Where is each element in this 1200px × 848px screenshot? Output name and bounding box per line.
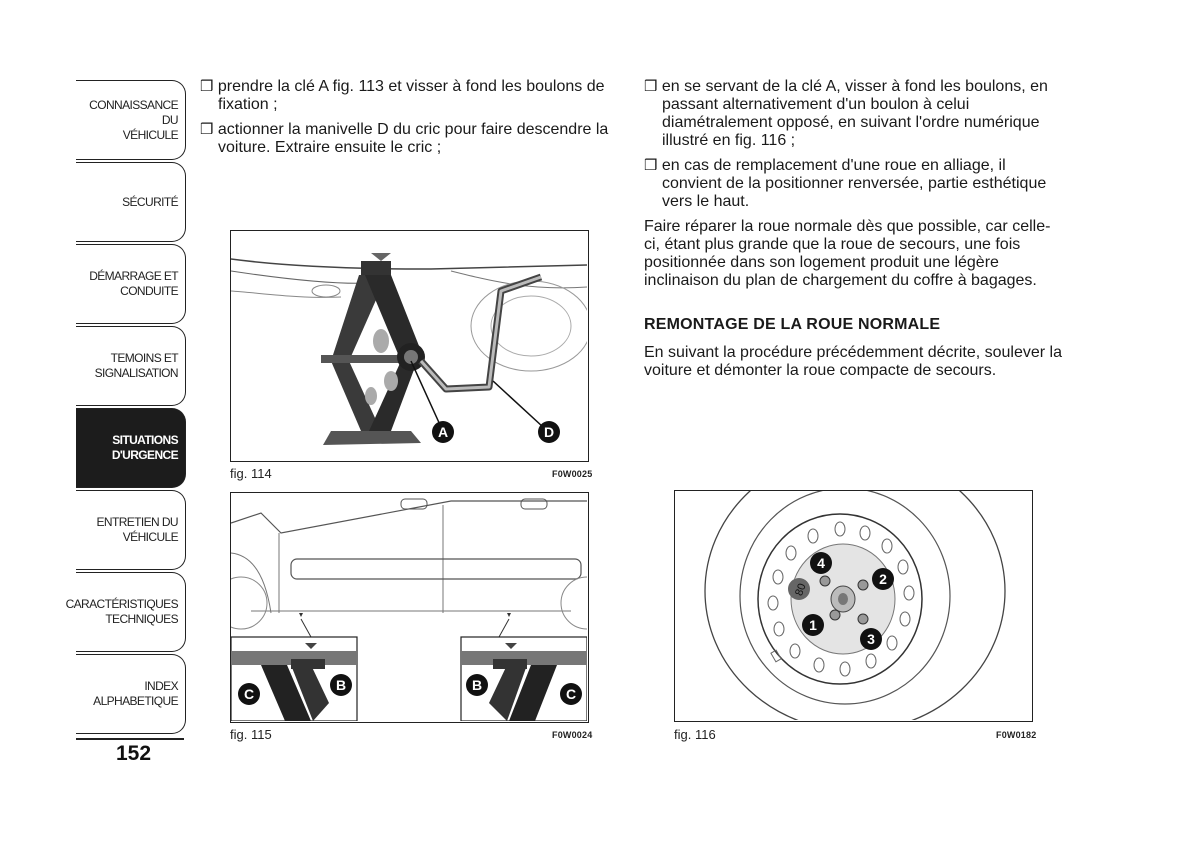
figure-116-wheel-illustration: 80 4 2 1 3 — [674, 490, 1033, 722]
figure-114-caption: fig. 114 — [230, 466, 272, 481]
figure-114-code: F0W0025 — [552, 469, 593, 479]
bolt-order-4: 4 — [817, 555, 825, 571]
bolt-order-3: 3 — [867, 631, 875, 647]
figure-116-code: F0W0182 — [996, 730, 1037, 740]
speed-limit-disc: 80 — [793, 582, 808, 598]
figure-115-caption: fig. 115 — [230, 727, 272, 742]
tab-demarrage-et-conduite[interactable]: DÉMARRAGE ET CONDUITE — [76, 244, 186, 324]
chapter-sidebar: CONNAISSANCE DU VÉHICULE SÉCURITÉ DÉMARR… — [66, 80, 186, 736]
label-c-right: C — [566, 686, 576, 702]
tab-entretien-du-vehicule[interactable]: ENTRETIEN DU VÉHICULE — [76, 490, 186, 570]
bullet-item: ❒ en se servant de la clé A, visser à fo… — [644, 78, 1048, 149]
label-d-marker — [538, 421, 560, 443]
sidebar-divider — [76, 738, 184, 740]
label-c-left: C — [244, 686, 254, 702]
label-a: A — [438, 424, 448, 440]
label-d: D — [544, 424, 554, 440]
label-b-left: B — [336, 677, 346, 693]
bullet-item: ❒ en cas de remplacement d'une roue en a… — [644, 157, 1047, 210]
label-a-marker — [432, 421, 454, 443]
label-b-right: B — [472, 677, 482, 693]
tab-index-alphabetique[interactable]: INDEX ALPHABETIQUE — [76, 654, 186, 734]
bullet-box-icon: ❒ — [200, 121, 214, 138]
figure-115-jack-points-illustration: C B B C — [230, 492, 589, 723]
bullet-box-icon: ❒ — [644, 78, 658, 95]
left-text-column: ❒ prendre la clé A fig. 113 et visser à … — [200, 78, 620, 164]
bullet-item: ❒ actionner la manivelle D du cric pour … — [200, 121, 609, 156]
figure-116-caption: fig. 116 — [674, 727, 716, 742]
bullet-item: ❒ prendre la clé A fig. 113 et visser à … — [200, 78, 605, 113]
figure-115-code: F0W0024 — [552, 730, 593, 740]
body-paragraph: Faire réparer la roue normale dès que po… — [644, 218, 1051, 289]
tab-connaissance-du-vehicule[interactable]: CONNAISSANCE DU VÉHICULE — [76, 80, 186, 160]
bolt-order-1: 1 — [809, 617, 817, 633]
section-heading: REMONTAGE DE LA ROUE NORMALE — [644, 316, 941, 333]
jack-drawing: A D — [231, 253, 588, 445]
tab-temoins-et-signalisation[interactable]: TEMOINS ET SIGNALISATION — [76, 326, 186, 406]
bullet-box-icon: ❒ — [200, 78, 214, 95]
bolt-order-2: 2 — [879, 571, 887, 587]
tab-securite[interactable]: SÉCURITÉ — [76, 162, 186, 242]
wheel-drawing: 80 4 2 1 3 — [704, 491, 1006, 721]
figure-114-jack-illustration: A D — [230, 230, 589, 462]
car-side-drawing: C B B C — [231, 498, 588, 722]
body-paragraph: En suivant la procédure précédemment déc… — [644, 344, 1062, 379]
right-text-column: ❒ en se servant de la clé A, visser à fo… — [644, 78, 1064, 388]
page-number: 152 — [116, 742, 152, 765]
tab-caracteristiques-techniques[interactable]: CARACTÉRISTIQUES TECHNIQUES — [66, 572, 186, 652]
bullet-box-icon: ❒ — [644, 157, 658, 174]
tab-situations-d-urgence[interactable]: SITUATIONS D'URGENCE — [76, 408, 186, 488]
